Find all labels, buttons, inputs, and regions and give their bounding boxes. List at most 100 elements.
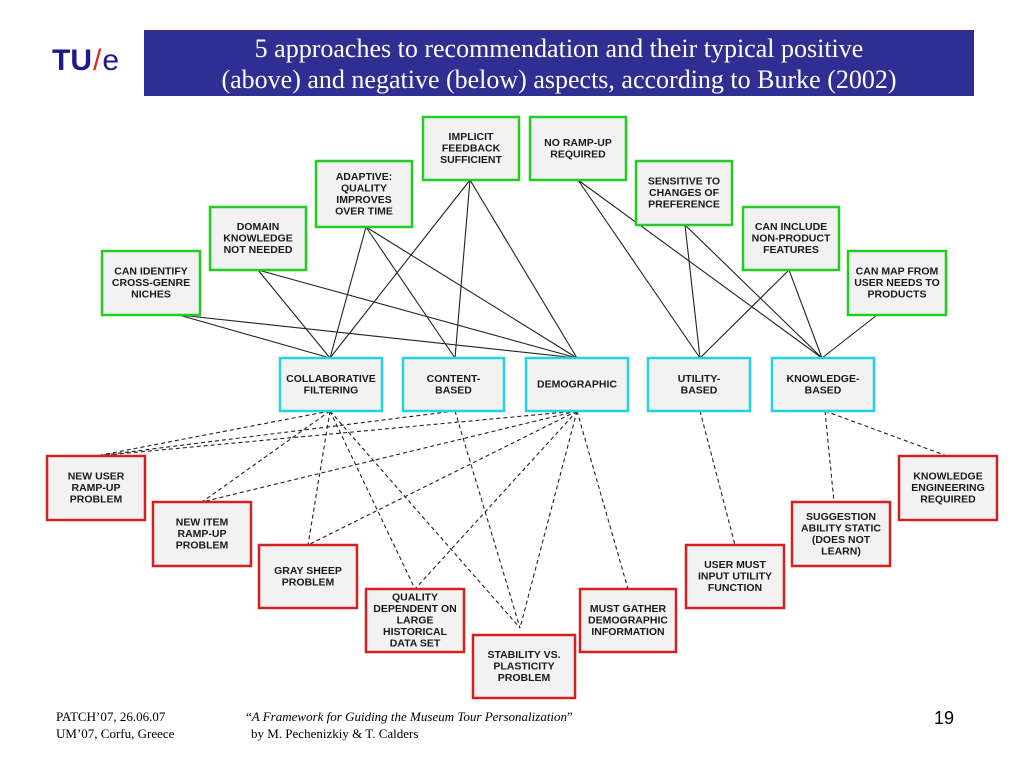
edge-collaborative-to-gray-sheep bbox=[307, 410, 331, 546]
node-label-no-rampup-0: NO RAMP-UP bbox=[544, 137, 612, 149]
node-box-new-item bbox=[151, 500, 253, 568]
node-label-gray-sheep-1: PROBLEM bbox=[282, 576, 335, 588]
footer-conference: PATCH’07, 26.06.07 UM’07, Corfu, Greece bbox=[56, 708, 174, 742]
node-label-implicit-feedback-1: FEEDBACK bbox=[442, 143, 501, 155]
edge-demographic-to-stability bbox=[519, 410, 578, 629]
edge-adaptive-to-content bbox=[365, 226, 456, 359]
node-box-knowledge bbox=[770, 356, 876, 413]
node-label-non-product-0: CAN INCLUDE bbox=[755, 221, 827, 233]
node-label-stability-0: STABILITY VS. bbox=[487, 649, 560, 661]
node-box-knowledge-eng bbox=[897, 454, 999, 522]
footer-citation: “A Framework for Guiding the Museum Tour… bbox=[246, 708, 573, 742]
edge-content-to-stability bbox=[454, 410, 521, 629]
node-label-implicit-feedback-0: IMPLICIT bbox=[449, 131, 494, 143]
node-label-adaptive-3: OVER TIME bbox=[335, 205, 393, 217]
tue-logo: TU/e bbox=[52, 44, 119, 78]
node-label-collaborative-1: FILTERING bbox=[304, 384, 359, 396]
edge-implicit-feedback-to-collaborative bbox=[329, 179, 471, 359]
node-label-stability-1: PLASTICITY bbox=[493, 661, 554, 673]
node-utility: UTILITY-BASED bbox=[646, 356, 752, 413]
footer-conference-line-1: PATCH’07, 26.06.07 bbox=[56, 709, 166, 724]
node-label-suggestion-static-1: ABILITY STATIC bbox=[801, 522, 881, 534]
edge-domain-knowledge-to-demographic bbox=[257, 269, 578, 359]
node-label-implicit-feedback-2: SUFFICIENT bbox=[440, 154, 502, 166]
node-label-adaptive-0: ADAPTIVE: bbox=[336, 171, 393, 183]
edge-utility-to-utility-input bbox=[699, 410, 736, 546]
edge-demographic-to-demographic-info bbox=[576, 410, 629, 590]
node-label-domain-knowledge-2: NOT NEEDED bbox=[224, 244, 293, 256]
edge-demographic-to-new-item bbox=[201, 410, 578, 503]
footer-conference-line-2: UM’07, Corfu, Greece bbox=[56, 726, 175, 741]
edge-non-product-to-utility bbox=[699, 269, 790, 359]
node-label-demographic-info-1: DEMOGRAPHIC bbox=[588, 615, 668, 627]
node-label-demographic-info-2: INFORMATION bbox=[591, 626, 664, 638]
node-label-quality-dependent-0: QUALITY bbox=[392, 592, 438, 604]
node-label-knowledge-0: KNOWLEDGE- bbox=[787, 373, 860, 385]
node-label-sensitive-0: SENSITIVE TO bbox=[648, 176, 720, 188]
edge-collaborative-to-stability bbox=[329, 410, 521, 629]
node-box-no-rampup bbox=[528, 115, 628, 182]
node-label-utility-1: BASED bbox=[681, 384, 718, 396]
node-label-stability-2: PROBLEM bbox=[498, 672, 551, 684]
node-label-cross-genre-0: CAN IDENTIFY bbox=[114, 266, 188, 278]
node-label-new-item-2: PROBLEM bbox=[176, 540, 229, 552]
node-label-quality-dependent-3: HISTORICAL bbox=[383, 626, 448, 638]
node-box-non-product bbox=[741, 205, 841, 272]
nodes-layer: CAN IDENTIFYCROSS-GENRENICHESDOMAINKNOWL… bbox=[45, 115, 999, 700]
node-label-content-1: BASED bbox=[435, 384, 472, 396]
node-box-demographic bbox=[524, 356, 630, 413]
node-label-quality-dependent-2: LARGE bbox=[397, 615, 434, 627]
node-box-gray-sheep bbox=[257, 543, 359, 610]
node-label-map-needs-0: CAN MAP FROM bbox=[856, 266, 939, 278]
edge-implicit-feedback-to-demographic bbox=[469, 179, 578, 359]
edge-demographic-to-gray-sheep bbox=[307, 410, 578, 546]
node-box-implicit-feedback bbox=[421, 115, 521, 182]
node-label-sensitive-1: CHANGES OF bbox=[649, 187, 720, 199]
node-label-knowledge-eng-1: ENGINEERING bbox=[911, 482, 985, 494]
node-label-knowledge-eng-0: KNOWLEDGE bbox=[913, 471, 982, 483]
node-label-knowledge-eng-2: REQUIRED bbox=[920, 494, 976, 506]
node-label-utility-input-1: INPUT UTILITY bbox=[698, 571, 772, 583]
node-box-utility bbox=[646, 356, 752, 413]
edge-implicit-feedback-to-content bbox=[454, 179, 471, 359]
node-label-map-needs-1: USER NEEDS TO bbox=[854, 277, 940, 289]
node-label-new-user-0: NEW USER bbox=[68, 471, 125, 483]
node-label-quality-dependent-1: DEPENDENT ON bbox=[373, 603, 456, 615]
edge-demographic-to-new-user bbox=[95, 410, 578, 457]
node-label-suggestion-static-2: (DOES NOT bbox=[812, 534, 871, 546]
node-label-domain-knowledge-1: KNOWLEDGE bbox=[223, 233, 292, 245]
node-label-adaptive-1: QUALITY bbox=[341, 182, 387, 194]
node-box-utility-input bbox=[684, 543, 786, 610]
node-label-no-rampup-1: REQUIRED bbox=[550, 148, 606, 160]
edge-collaborative-to-new-user bbox=[95, 410, 331, 457]
node-label-new-item-1: RAMP-UP bbox=[178, 528, 227, 540]
node-box-demographic-info bbox=[578, 587, 678, 654]
node-label-utility-input-0: USER MUST bbox=[704, 559, 766, 571]
edge-demographic-to-quality-dependent bbox=[414, 410, 578, 590]
edge-no-rampup-to-knowledge bbox=[577, 179, 823, 359]
logo-tu: TU bbox=[52, 44, 92, 77]
node-knowledge: KNOWLEDGE-BASED bbox=[770, 356, 876, 413]
node-box-content bbox=[401, 356, 506, 413]
edge-domain-knowledge-to-collaborative bbox=[257, 269, 331, 359]
page-number: 19 bbox=[934, 708, 955, 728]
node-box-quality-dependent bbox=[364, 587, 466, 654]
node-box-map-needs bbox=[846, 249, 948, 317]
node-demographic: DEMOGRAPHIC bbox=[524, 356, 630, 413]
node-label-quality-dependent-4: DATA SET bbox=[390, 638, 441, 650]
node-box-new-user bbox=[45, 454, 147, 522]
edge-knowledge-to-suggestion-static bbox=[824, 410, 835, 503]
quote-open: “ bbox=[246, 709, 252, 724]
quote-close: ” bbox=[567, 709, 573, 724]
edge-map-needs-to-knowledge bbox=[821, 314, 878, 359]
node-label-cross-genre-1: CROSS-GENRE bbox=[112, 277, 190, 289]
edge-sensitive-to-knowledge bbox=[684, 224, 823, 359]
